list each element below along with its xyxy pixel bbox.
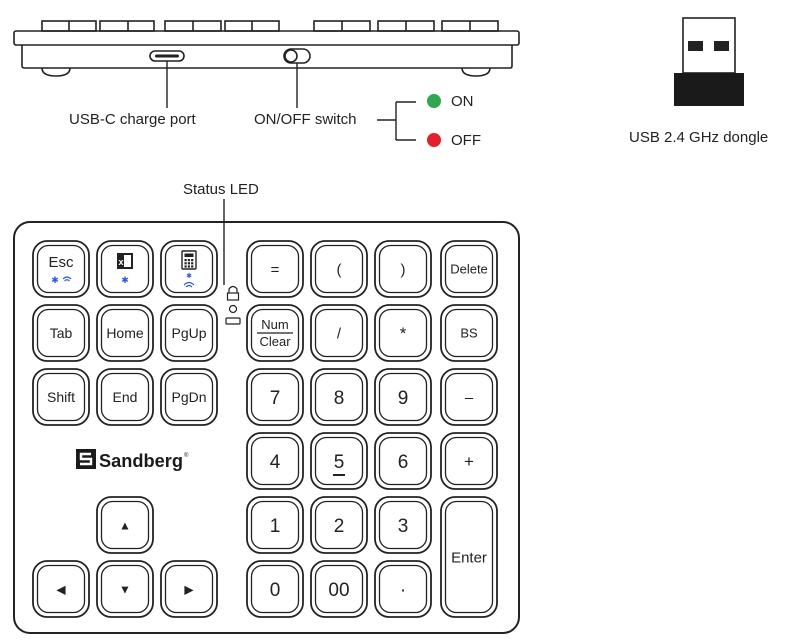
keypad-body <box>13 221 520 634</box>
home-key: Home <box>96 304 154 362</box>
tab-key: Tab <box>32 304 90 362</box>
sandberg-logo: Sandberg ® <box>76 449 189 471</box>
enter-key-label: Enter <box>451 549 487 566</box>
key-2: 2 <box>310 496 368 554</box>
key-8-label: 8 <box>334 388 345 409</box>
dongle-label: USB 2.4 GHz dongle <box>629 129 769 146</box>
dot-key-label: · <box>400 580 406 601</box>
key-00-label: 00 <box>328 580 349 601</box>
plus-key-label: + <box>464 452 474 471</box>
shift-key: Shift <box>32 368 90 426</box>
pgup-key: PgUp <box>160 304 218 362</box>
pgup-key-label: PgUp <box>171 325 206 341</box>
calculator-key: ✱ <box>160 240 218 298</box>
status-led-icons <box>225 285 241 325</box>
asterisk-key: * <box>374 304 432 362</box>
esc-key: Esc ✱ <box>32 240 90 298</box>
tab-key-label: Tab <box>50 325 73 341</box>
delete-key-label: Delete <box>450 262 488 277</box>
rparen-key-label: ) <box>401 261 406 278</box>
right-arrow-key: ▶ <box>160 560 218 618</box>
key-1: 1 <box>246 496 304 554</box>
svg-text:®: ® <box>184 452 189 459</box>
usb-dongle-icon <box>674 17 744 106</box>
key-7-label: 7 <box>270 388 281 409</box>
key-4: 4 <box>246 432 304 490</box>
key-9: 9 <box>374 368 432 426</box>
up-arrow-key: ▲ <box>96 496 154 554</box>
on-label: ON <box>451 93 474 110</box>
left-arrow-key-label: ◀ <box>56 582 66 596</box>
usb-c-port-label: USB-C charge port <box>69 111 196 128</box>
key-8: 8 <box>310 368 368 426</box>
key-0: 0 <box>246 560 304 618</box>
plus-key: + <box>440 432 498 490</box>
key-6: 6 <box>374 432 432 490</box>
calculator-icon <box>181 250 197 270</box>
end-key-label: End <box>113 389 138 405</box>
excel-key: x✱ <box>96 240 154 298</box>
key-00: 00 <box>310 560 368 618</box>
bs-key-label: BS <box>460 326 478 341</box>
key-5-label: 5 <box>334 452 345 473</box>
status-led-label: Status LED <box>183 181 259 198</box>
end-key: End <box>96 368 154 426</box>
key-9-label: 9 <box>398 388 409 409</box>
lparen-key-label: ( <box>337 261 342 278</box>
key-7: 7 <box>246 368 304 426</box>
slash-key-label: / <box>337 325 342 342</box>
key-0-label: 0 <box>270 580 281 601</box>
on-led-icon <box>427 94 441 108</box>
key-3: 3 <box>374 496 432 554</box>
down-arrow-key: ▼ <box>96 560 154 618</box>
off-label: OFF <box>451 132 481 149</box>
key-1-label: 1 <box>270 516 281 537</box>
slash-key: / <box>310 304 368 362</box>
pgdn-key: PgDn <box>160 368 218 426</box>
pairing-icon <box>183 281 195 288</box>
lparen-key: ( <box>310 240 368 298</box>
bluetooth-icon: ✱ <box>121 276 129 286</box>
key-3-label: 3 <box>398 516 409 537</box>
key-2-label: 2 <box>334 516 345 537</box>
dot-key: · <box>374 560 432 618</box>
right-arrow-key-label: ▶ <box>184 582 194 596</box>
bluetooth-icon: ✱ <box>51 276 59 286</box>
key-4-label: 4 <box>270 452 281 473</box>
key-6-label: 6 <box>398 452 409 473</box>
keypad-side-view <box>13 20 520 77</box>
home-key-label: Home <box>106 325 144 341</box>
svg-text:x: x <box>118 257 123 267</box>
bs-key: BS <box>440 304 498 362</box>
shift-key-label: Shift <box>47 389 75 405</box>
minus-key: – <box>440 368 498 426</box>
wireless-icon <box>62 276 72 282</box>
svg-text:Sandberg: Sandberg <box>99 451 183 471</box>
rparen-key: ) <box>374 240 432 298</box>
down-arrow-key-label: ▼ <box>119 582 131 596</box>
off-led-icon <box>427 133 441 147</box>
delete-key: Delete <box>440 240 498 298</box>
equals-key: = <box>246 240 304 298</box>
num-label: Num <box>261 317 288 332</box>
up-arrow-key-label: ▲ <box>119 518 131 532</box>
esc-key-label: Esc <box>48 254 74 271</box>
enter-key: Enter <box>440 496 498 618</box>
minus-key-label: – <box>465 389 474 406</box>
equals-key-label: = <box>271 261 280 278</box>
left-arrow-key: ◀ <box>32 560 90 618</box>
key-5: 5 <box>310 432 368 490</box>
clear-label: Clear <box>259 334 291 349</box>
onoff-switch-label: ON/OFF switch <box>254 111 357 128</box>
excel-icon: x <box>117 253 133 269</box>
asterisk-key-label: * <box>400 324 407 343</box>
svg-text:✱: ✱ <box>186 272 192 280</box>
pgdn-key-label: PgDn <box>171 389 206 405</box>
